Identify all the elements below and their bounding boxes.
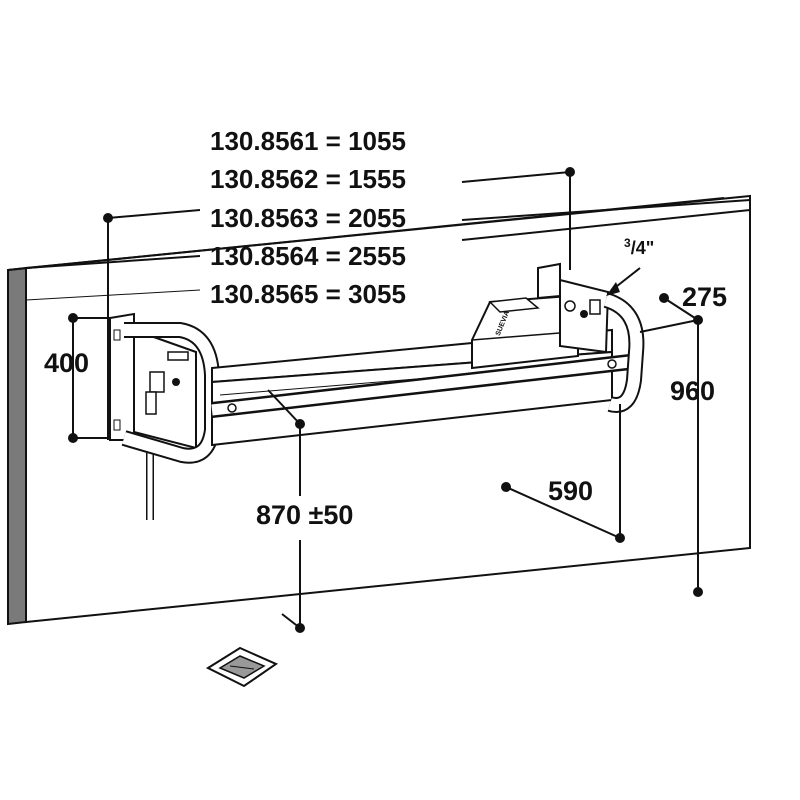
dimension-870-line: [267, 389, 301, 629]
pipe-fitting-arrow: [606, 267, 641, 296]
dimension-400-line: [72, 317, 110, 439]
dimension-590-line: [505, 404, 621, 539]
dimension-960-line: [639, 297, 699, 592]
side-offset-label: 275: [682, 282, 728, 312]
length-dimension-leader: [25, 171, 751, 440]
model-row-5: 130.8565 = 3055: [210, 279, 406, 309]
model-row-4: 130.8564 = 2555: [210, 241, 406, 271]
model-row-3: 130.8563 = 2055: [210, 203, 406, 233]
wall-shadow: [7, 266, 27, 626]
depth-label: 590: [548, 476, 594, 506]
model-row-1: 130.8561 = 1055: [210, 126, 406, 156]
total-height-label: 960: [670, 376, 716, 406]
mount-height-label: 870 ±50: [256, 500, 354, 530]
model-row-2: 130.8562 = 1555: [210, 164, 406, 194]
right-wall-bracket: [537, 262, 610, 354]
valve-housing: [471, 294, 579, 370]
left-wall-bracket: [109, 312, 197, 520]
bracket-height-label: 400: [44, 348, 90, 378]
floor-drain-icon: [205, 646, 279, 688]
pipe-fitting-label: 3/4": [624, 236, 655, 258]
